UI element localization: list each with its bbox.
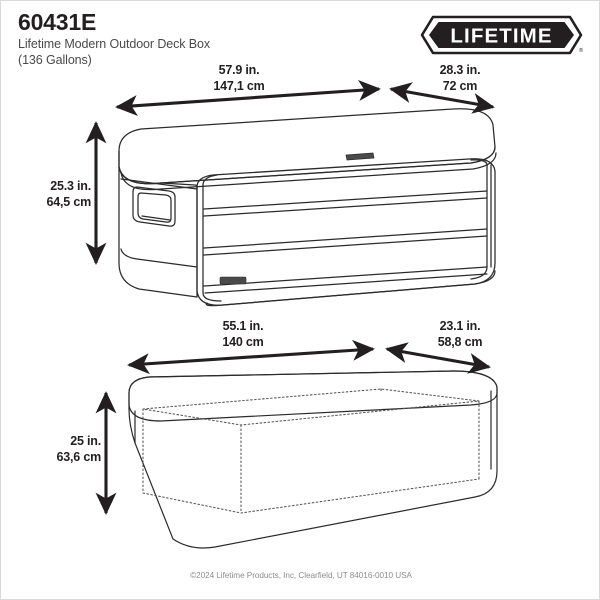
- front-face: [196, 158, 496, 306]
- interior-width-label: 55.1 in. 140 cm: [183, 319, 303, 350]
- exterior-depth-cm: 72 cm: [442, 78, 478, 93]
- interior-height-label: 25 in. 63,6 cm: [19, 434, 102, 465]
- product-sku: 60431E: [18, 9, 97, 35]
- front-slat-2-bot: [203, 235, 488, 256]
- exterior-depth-arrow: [389, 82, 495, 114]
- side-panel-skirt: [120, 248, 198, 268]
- logo-outer-shield: [420, 15, 583, 55]
- exterior-depth-inches: 28.3 in.: [439, 63, 481, 77]
- interior-depth-label: 23.1 in. 58,8 cm: [405, 319, 515, 350]
- interior-width-cm: 140 cm: [222, 334, 264, 349]
- interior-width-inches: 55.1 in.: [222, 319, 264, 333]
- exterior-height-inches: 25.3 in.: [50, 179, 91, 193]
- interior-height-inches: 25 in.: [70, 434, 101, 448]
- exterior-width-inches: 57.9 in.: [218, 63, 260, 77]
- lifetime-logo: LIFETIME ®: [419, 13, 584, 57]
- interior-height-cm: 63,6 cm: [56, 449, 102, 464]
- interior-depth-arrow: [385, 342, 491, 374]
- front-corner-right-c: [470, 266, 488, 280]
- interior-top-rim: [128, 370, 498, 422]
- front-brand-plate-icon: [219, 276, 247, 285]
- logo-wordmark: LIFETIME: [450, 25, 552, 48]
- product-header: 60431E Lifetime Modern Outdoor Deck Box …: [18, 10, 358, 68]
- front-corner-left-a: [202, 174, 218, 186]
- side-handle-shadow: [141, 215, 171, 221]
- interior-cavity-bottom: [142, 478, 480, 514]
- interior-depth-cm: 58,8 cm: [437, 334, 483, 349]
- side-handle-outer: [132, 186, 176, 227]
- logo-inner-badge: [429, 22, 574, 48]
- front-slat-3-bot: [204, 273, 488, 294]
- product-name: Lifetime Modern Outdoor Deck Box: [18, 37, 211, 52]
- product-capacity: (136 Gallons): [18, 53, 92, 68]
- exterior-width-label: 57.9 in. 147,1 cm: [179, 63, 299, 94]
- side-panel-fold: [120, 178, 198, 190]
- front-slat-1-top: [203, 190, 488, 210]
- front-slat-3-top: [203, 266, 488, 287]
- exterior-width-cm: 147,1 cm: [213, 78, 265, 93]
- exterior-height-cm: 64,5 cm: [46, 194, 92, 209]
- interior-depth-inches: 23.1 in.: [439, 319, 481, 333]
- interior-width-arrow: [127, 339, 375, 375]
- interior-outer-body: [128, 370, 498, 549]
- logo-registered-icon: ®: [579, 47, 583, 54]
- front-corner-right-a: [470, 159, 488, 168]
- front-slat-2-top: [203, 228, 488, 249]
- exterior-depth-label: 28.3 in. 72 cm: [405, 63, 515, 94]
- lid-latch-icon: [345, 152, 375, 161]
- front-bottom-skirt: [205, 270, 496, 307]
- front-corner-left-c: [202, 292, 222, 302]
- front-slat-1-bot: [203, 197, 488, 217]
- copyright-footer: ©2024 Lifetime Products, Inc, Clearfield…: [190, 571, 412, 580]
- lid-lip-edge-2: [120, 152, 497, 191]
- side-handle-inner: [137, 192, 172, 223]
- exterior-width-arrow: [115, 79, 381, 117]
- exterior-height-label: 25.3 in. 64,5 cm: [9, 179, 92, 210]
